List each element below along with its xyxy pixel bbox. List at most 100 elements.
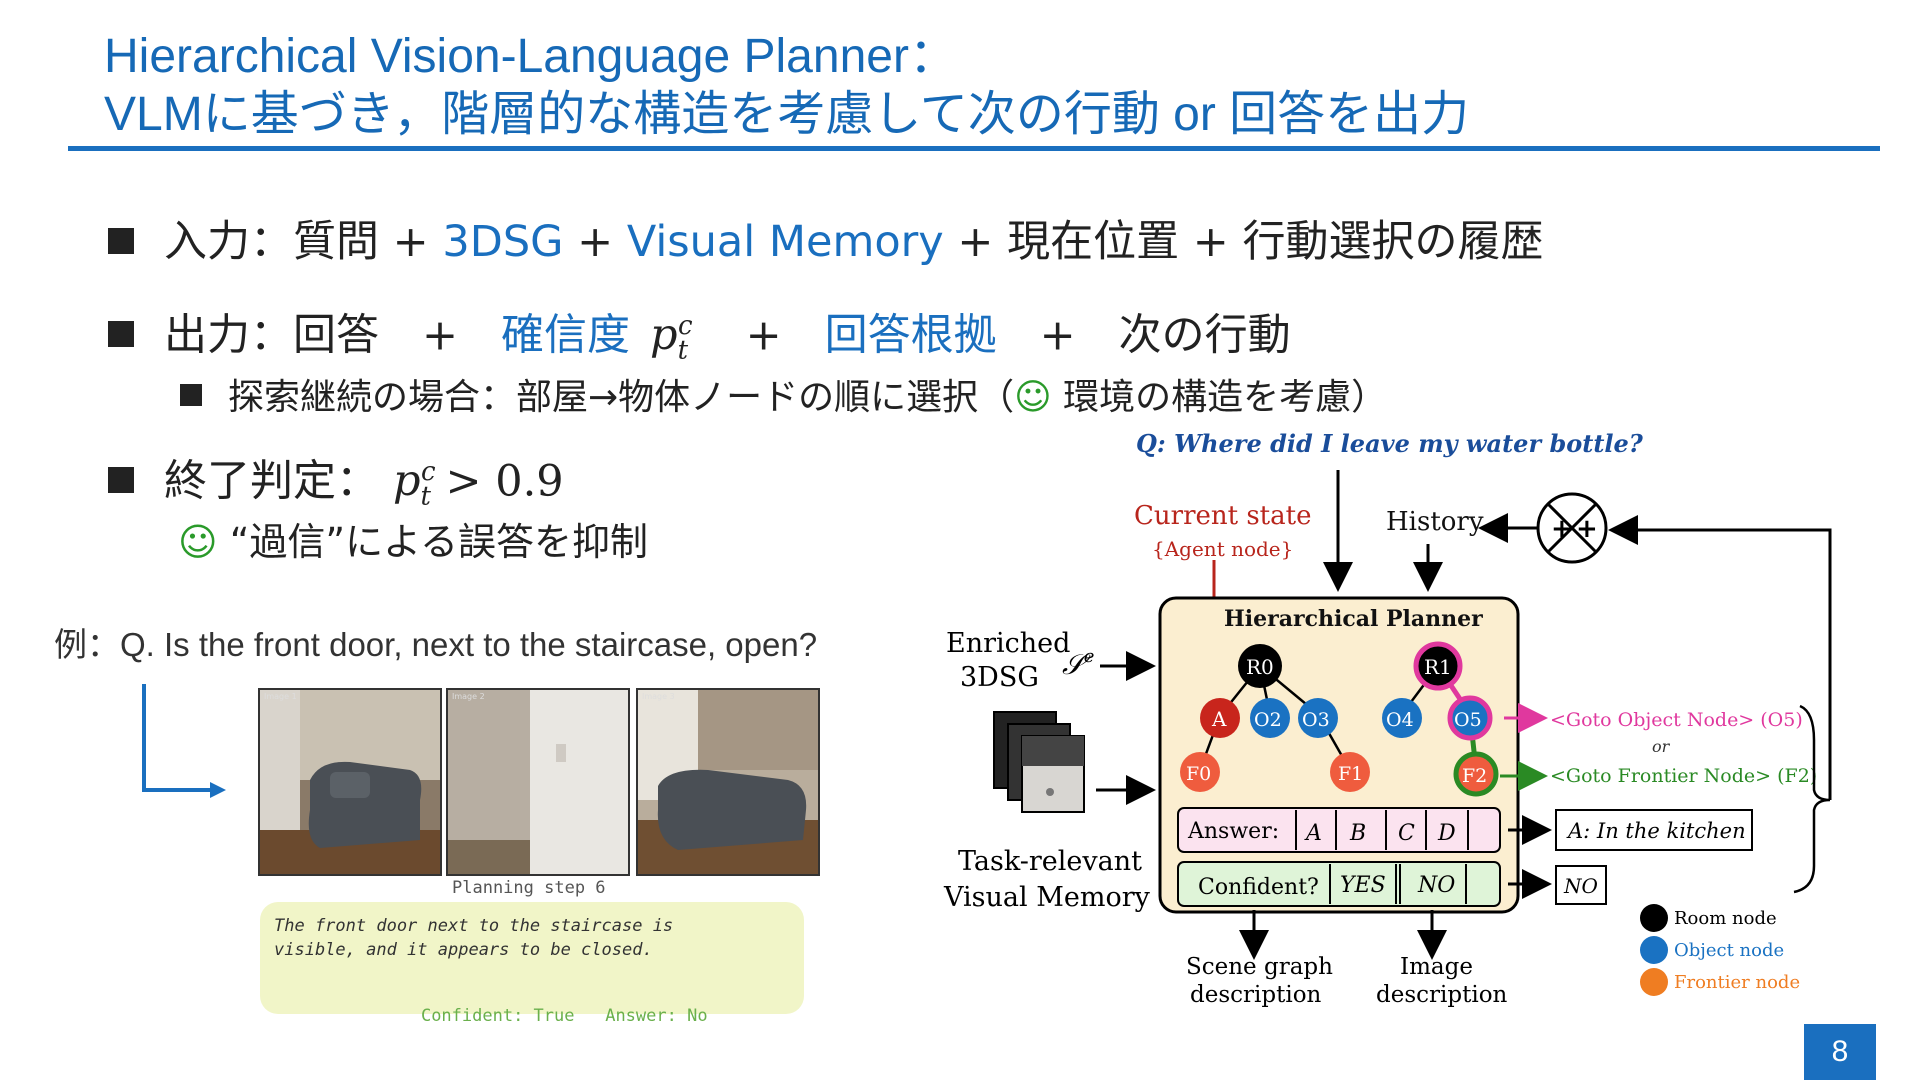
frontier-node-f0: F0 <box>1180 752 1220 792</box>
legend: Room node Object node Frontier node <box>1640 904 1800 996</box>
legend-object: Object node <box>1674 940 1784 961</box>
bullet-termination: 終了判定： ptc> 0.9 <box>108 446 564 523</box>
example-arrow-icon <box>142 684 226 798</box>
no-result-box <box>1555 865 1607 905</box>
svg-text:F2: F2 <box>1462 765 1487 787</box>
planner-title: Hierarchical Planner <box>1224 606 1483 632</box>
output-rest: + 次の行動 <box>996 310 1291 361</box>
response-answer: Answer: No <box>605 1006 708 1026</box>
visual-memory-label: Visual Memory <box>943 882 1151 913</box>
overconfidence-text: “過信”による誤答を抑制 <box>217 520 648 564</box>
answer-label: Answer: <box>1187 819 1279 844</box>
goto-object-output: <Goto Object Node> (O5) <box>1550 709 1803 731</box>
no-result: NO <box>1563 874 1598 898</box>
bullet-input: 入力：質問 + 3DSG + Visual Memory + 現在位置 + 行動… <box>108 216 1544 268</box>
agent-node-a: A <box>1200 698 1240 738</box>
observation-image-2: Image 2 <box>446 688 630 876</box>
task-relevant-label: Task-relevant <box>958 846 1142 877</box>
observation-image-3: Image 3 <box>636 688 820 876</box>
svg-text:O2: O2 <box>1254 709 1282 731</box>
exploration-text-2: 環境の構造を考慮） <box>1051 377 1388 418</box>
planning-step: Planning step 6 <box>452 878 606 898</box>
image-desc-2: description <box>1376 982 1508 1008</box>
image-tag: Image 3 <box>642 692 675 701</box>
title-line-1: Hierarchical Vision-Language Planner： <box>104 30 957 83</box>
title-line-2: VLMに基づき，階層的な構造を考慮して次の行動 or 回答を出力 <box>104 88 1470 141</box>
image-desc-1: Image <box>1400 954 1473 980</box>
output-label: 出力：回答 + <box>164 310 502 361</box>
se-symbol: 𝒮e <box>1062 646 1094 681</box>
frontier-node-f1: F1 <box>1330 752 1370 792</box>
answer-result: A: In the kitchen <box>1566 819 1746 843</box>
bullet-overconfidence: ☺ “過信”による誤答を抑制 <box>178 516 648 568</box>
vlm-response-box: The front door next to the staircase is … <box>260 902 804 1026</box>
page-number: 8 <box>1804 1024 1876 1080</box>
no-option: NO <box>1417 873 1455 898</box>
svg-text:+: + <box>1551 514 1573 544</box>
enriched-label: Enriched <box>946 628 1070 659</box>
termination-formula: ptc <box>393 456 436 512</box>
planner-diagram: Q: Where did I leave my water bottle? Cu… <box>943 429 1832 1008</box>
answer-option-a: A <box>1304 821 1322 846</box>
yes-option: YES <box>1340 873 1386 898</box>
dsg-label: 3DSG <box>960 662 1039 693</box>
svg-text:F0: F0 <box>1186 763 1211 785</box>
confident-row <box>1177 861 1501 907</box>
legend-room: Room node <box>1674 908 1777 929</box>
output-plus: + <box>702 310 825 361</box>
input-visual-memory: Visual Memory <box>626 217 944 267</box>
answer-result-box <box>1555 809 1753 851</box>
scene-graph-desc-2: description <box>1190 982 1322 1008</box>
svg-text:O3: O3 <box>1302 709 1330 731</box>
response-line-1: The front door next to the staircase is <box>274 916 674 936</box>
object-node-o2: O2 <box>1250 698 1290 738</box>
termination-threshold: > 0.9 <box>445 456 564 507</box>
current-state-label: Current state <box>1134 501 1311 531</box>
frontier-node-f2: F2 <box>1453 751 1499 797</box>
answer-option-c: C <box>1398 821 1415 846</box>
bullet-exploration: 探索継続の場合：部屋→物体ノードの順に選択（☺ 環境の構造を考慮） <box>180 372 1387 424</box>
scene-graph-desc-1: Scene graph <box>1186 954 1333 980</box>
output-confidence: 確信度 <box>501 310 631 361</box>
object-node-o3: O3 <box>1298 698 1338 738</box>
answer-option-d: D <box>1437 821 1456 846</box>
object-node-o4: O4 <box>1382 698 1422 738</box>
svg-text:R1: R1 <box>1424 655 1452 679</box>
input-rest: + 現在位置 + 行動選択の履歴 <box>943 217 1544 267</box>
svg-text:F1: F1 <box>1338 763 1363 785</box>
input-plus: + <box>563 217 627 267</box>
confident-label: Confident? <box>1198 875 1319 900</box>
svg-text:A: A <box>1211 707 1227 731</box>
visual-memory-frames <box>993 711 1085 813</box>
svg-text:O4: O4 <box>1386 709 1414 731</box>
image-tag: Image 2 <box>452 692 485 701</box>
concat-icon: + + <box>1536 492 1608 564</box>
response-line-2: visible, and it appears to be closed. <box>274 940 653 960</box>
confidence-formula: ptc <box>650 310 693 366</box>
bullet-square-icon <box>108 227 134 254</box>
history-label: History <box>1386 507 1484 537</box>
bullet-output: 出力：回答 + 確信度 ptc + 回答根拠 + 次の行動 <box>108 300 1291 377</box>
smile-icon: ☺ <box>178 520 218 564</box>
image-tag: Image 1 <box>264 692 297 701</box>
response-confident: Confident: True <box>420 1006 575 1026</box>
exploration-text: 探索継続の場合：部屋→物体ノードの順に選択（ <box>228 377 1015 418</box>
svg-text:R0: R0 <box>1246 655 1274 679</box>
svg-text:+: + <box>1576 514 1598 544</box>
agent-node-label: {Agent node} <box>1152 537 1293 561</box>
bullet-square-icon <box>180 384 202 406</box>
goto-frontier-output: <Goto Frontier Node> (F2) <box>1550 765 1817 787</box>
termination-label: 終了判定： <box>164 456 379 507</box>
answer-option-b: B <box>1349 821 1366 846</box>
bullet-square-icon <box>108 320 134 347</box>
example-question: 例：Q. Is the front door, next to the stai… <box>54 626 818 663</box>
bullet-square-icon <box>108 466 134 493</box>
or-label: or <box>1652 737 1671 756</box>
legend-frontier: Frontier node <box>1674 972 1800 993</box>
slide-title: Hierarchical Vision-Language Planner： VL… <box>104 28 1469 144</box>
smile-icon: ☺ <box>1014 377 1052 418</box>
input-3dsg: 3DSG <box>442 217 564 267</box>
input-label: 入力：質問 + <box>164 217 443 267</box>
answer-row <box>1177 807 1501 853</box>
output-reason: 回答根拠 <box>824 310 997 361</box>
